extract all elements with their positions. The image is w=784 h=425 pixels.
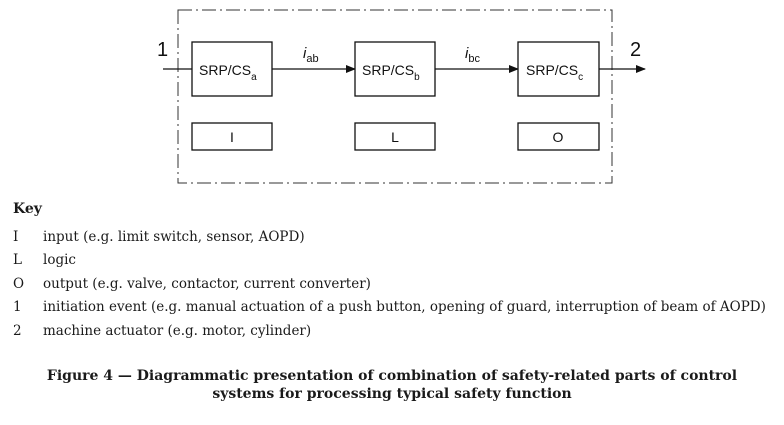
key-text: logic [43,252,76,269]
block-b-sub: b [414,72,420,83]
svg-text:ibc: ibc [465,45,480,65]
figure-caption-line-2: systems for processing typical safety fu… [212,386,572,402]
key-text: machine actuator (e.g. motor, cylinder) [43,322,312,339]
key-item-initiation-event: 1 initiation event (e.g. manual actuatio… [13,296,766,320]
svg-text:iab: iab [303,45,319,65]
key-item-logic: L logic [13,249,766,273]
svg-text:SRP/CSc: SRP/CSc [526,62,583,83]
block-c-main: SRP/CS [526,62,578,78]
srp-cs-block-b: SRP/CSb [354,41,436,97]
key-title: Key [13,201,42,217]
block-a-main: SRP/CS [199,62,251,78]
key-symbol: 2 [13,322,22,339]
block-a-sub: a [251,72,257,83]
block-c-sub: c [578,72,583,83]
srp-cs-block-c: SRP/CSc [517,41,600,97]
safety-function-diagram: 1 SRP/CSa iab SRP/CSb ibc SRP/CSc 2 I [157,9,646,184]
key-text: initiation event (e.g. manual actuation … [43,299,766,316]
key-symbol: L [13,252,22,269]
block-b-main: SRP/CS [362,62,414,78]
key-item-machine-actuator: 2 machine actuator (e.g. motor, cylinder… [13,319,766,343]
function-box-input-label: I [230,129,234,145]
key-item-input: I input (e.g. limit switch, sensor, AOPD… [13,225,766,249]
key-symbol: O [13,275,25,292]
initiation-event-label: 1 [157,39,168,61]
function-box-output-label: O [553,129,564,145]
function-box-input: I [191,122,273,151]
signal-bc-sub: bc [468,53,480,65]
svg-text:SRP/CSb: SRP/CSb [362,62,420,83]
key-symbol: I [13,228,19,245]
key-text: output (e.g. valve, contactor, current c… [43,275,371,292]
key-text: input (e.g. limit switch, sensor, AOPD) [43,228,305,245]
key-item-output: O output (e.g. valve, contactor, current… [13,272,766,296]
signal-ab-sub: ab [306,53,318,65]
signal-bc-main: i [465,45,469,62]
system-boundary [177,9,613,184]
svg-text:SRP/CSa: SRP/CSa [199,62,257,83]
key-list: I input (e.g. limit switch, sensor, AOPD… [13,225,766,343]
function-box-output: O [517,122,600,151]
figure-caption-line-1: Figure 4 — Diagrammatic presentation of … [46,368,738,384]
figure-caption: Figure 4 — Diagrammatic presentation of … [0,367,784,403]
machine-actuator-label: 2 [630,39,641,61]
srp-cs-block-a: SRP/CSa [191,41,273,97]
signal-ab-main: i [303,45,307,62]
key-symbol: 1 [13,299,22,316]
function-box-logic: L [354,122,436,151]
function-box-logic-label: L [391,129,399,145]
